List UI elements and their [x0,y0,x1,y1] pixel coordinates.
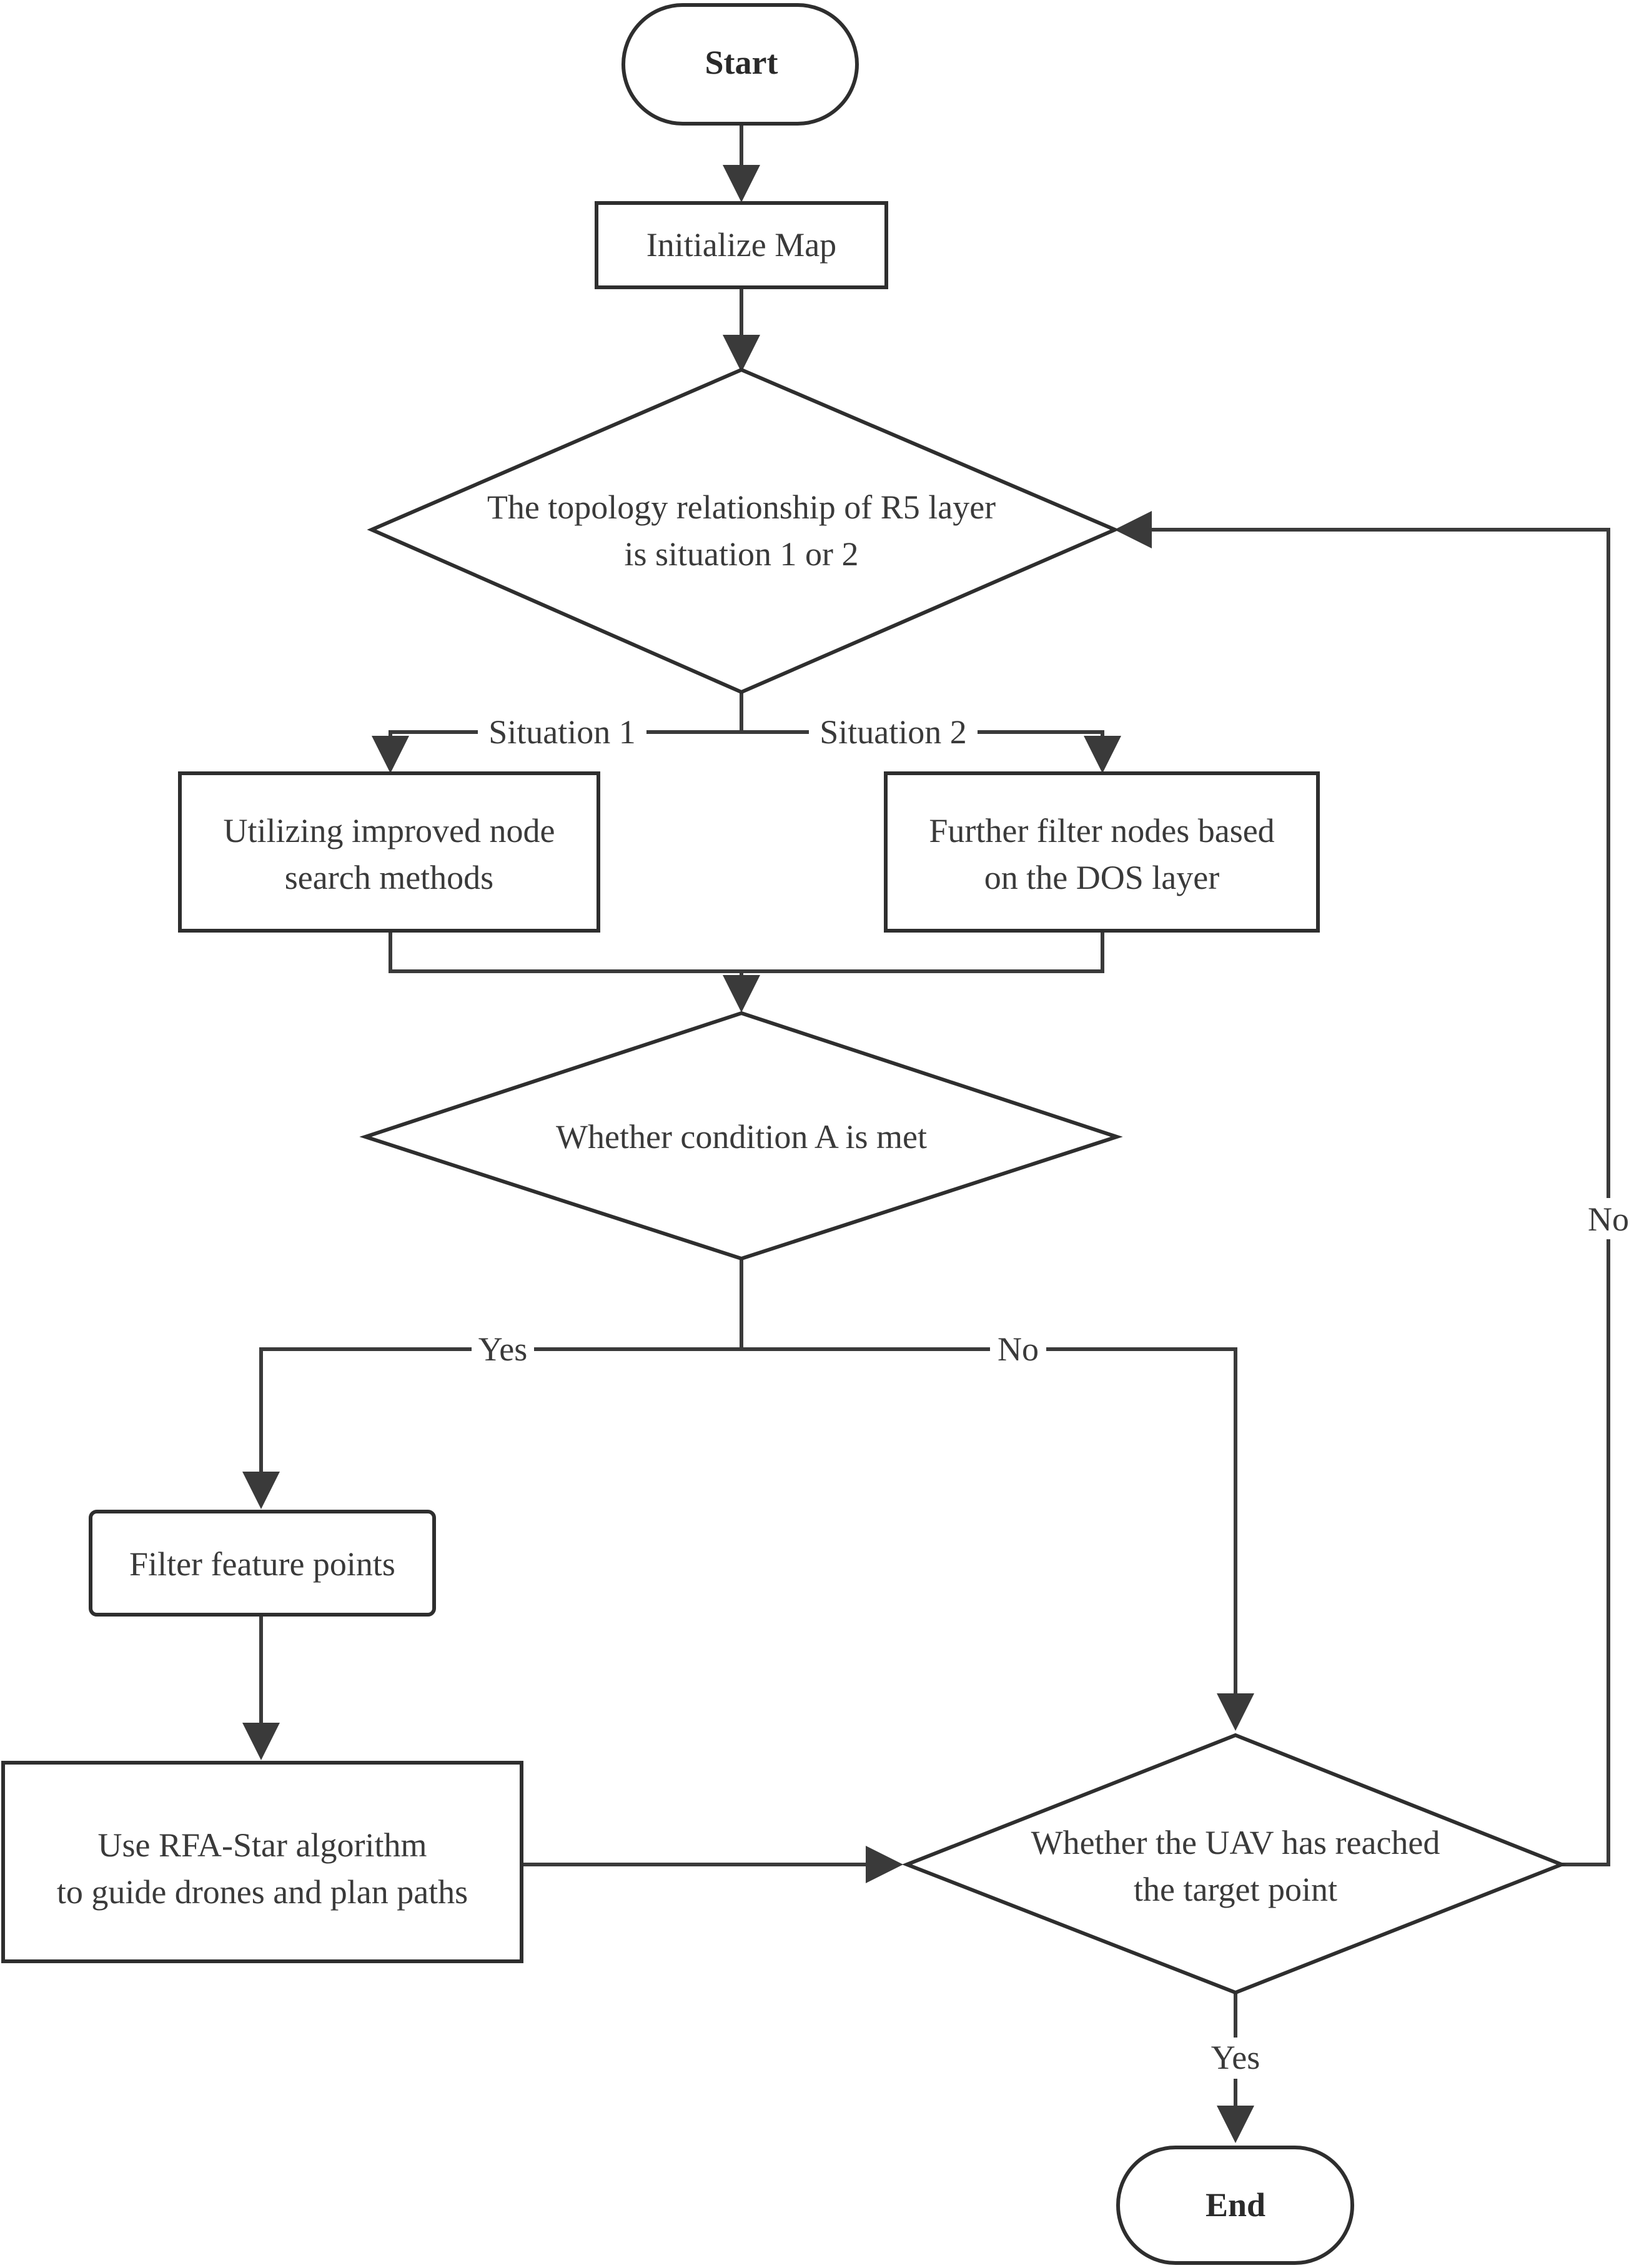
svg-text:the target point: the target point [1134,1871,1337,1908]
edge-label-no-loop: No [1580,1198,1634,1239]
dos-filter-box: Further filter nodes based on the DOS la… [884,771,1320,933]
edge-label-situation2: Situation 2 [809,712,978,752]
svg-text:Yes: Yes [1211,2039,1260,2076]
edge-label-no-condition: No [990,1329,1046,1369]
svg-text:The topology relationship of R: The topology relationship of R5 layer [487,488,996,526]
edge-label-yes-end: Yes [1204,2038,1267,2079]
start-node: Start [621,3,859,126]
topology-decision: The topology relationship of R5 layer is… [367,367,1120,695]
edge-label-yes-condition: Yes [472,1329,534,1369]
svg-text:Whether condition A is met: Whether condition A is met [556,1118,927,1156]
edge-condition-yes [242,1259,743,1509]
rfa-star-box: Use RFA-Star algorithm to guide drones a… [1,1761,523,1963]
svg-text:Use RFA-Star algorithm: Use RFA-Star algorithm [98,1826,427,1864]
svg-text:No: No [1588,1201,1629,1238]
svg-text:to guide drones and plan paths: to guide drones and plan paths [57,1873,468,1911]
edge-condition-no [741,1347,1254,1731]
edge-label-situation1: Situation 1 [478,712,646,752]
svg-text:search methods: search methods [285,859,493,896]
svg-text:Further filter nodes based: Further filter nodes based [929,812,1274,849]
svg-text:Initialize Map: Initialize Map [646,226,836,264]
svg-text:Situation 1: Situation 1 [488,713,636,751]
svg-text:on the DOS layer: on the DOS layer [984,859,1219,896]
initialize-map-node: Initialize Map [595,201,888,289]
svg-text:is situation 1 or 2: is situation 1 or 2 [625,535,859,573]
svg-text:End: End [1206,2186,1265,2224]
filter-feature-points-box: Filter feature points [89,1510,436,1617]
svg-text:No: No [998,1330,1039,1368]
end-node: End [1116,2146,1354,2265]
svg-text:Situation 2: Situation 2 [819,713,967,751]
edge-merge-right [741,931,1104,973]
condition-a-decision: Whether condition A is met [359,1011,1123,1261]
svg-text:Yes: Yes [478,1330,528,1368]
svg-text:Whether the UAV has reached: Whether the UAV has reached [1031,1824,1440,1861]
edge-reached-no-loop [1114,511,1610,1866]
svg-text:Filter feature points: Filter feature points [129,1545,395,1583]
reached-target-decision: Whether the UAV has reached the target p… [901,1733,1567,1995]
svg-text:Utilizing improved node: Utilizing improved node [224,812,555,849]
edge-merge-left [389,931,741,973]
improved-node-search-box: Utilizing improved node search methods [178,771,600,933]
svg-text:Start: Start [705,44,778,81]
